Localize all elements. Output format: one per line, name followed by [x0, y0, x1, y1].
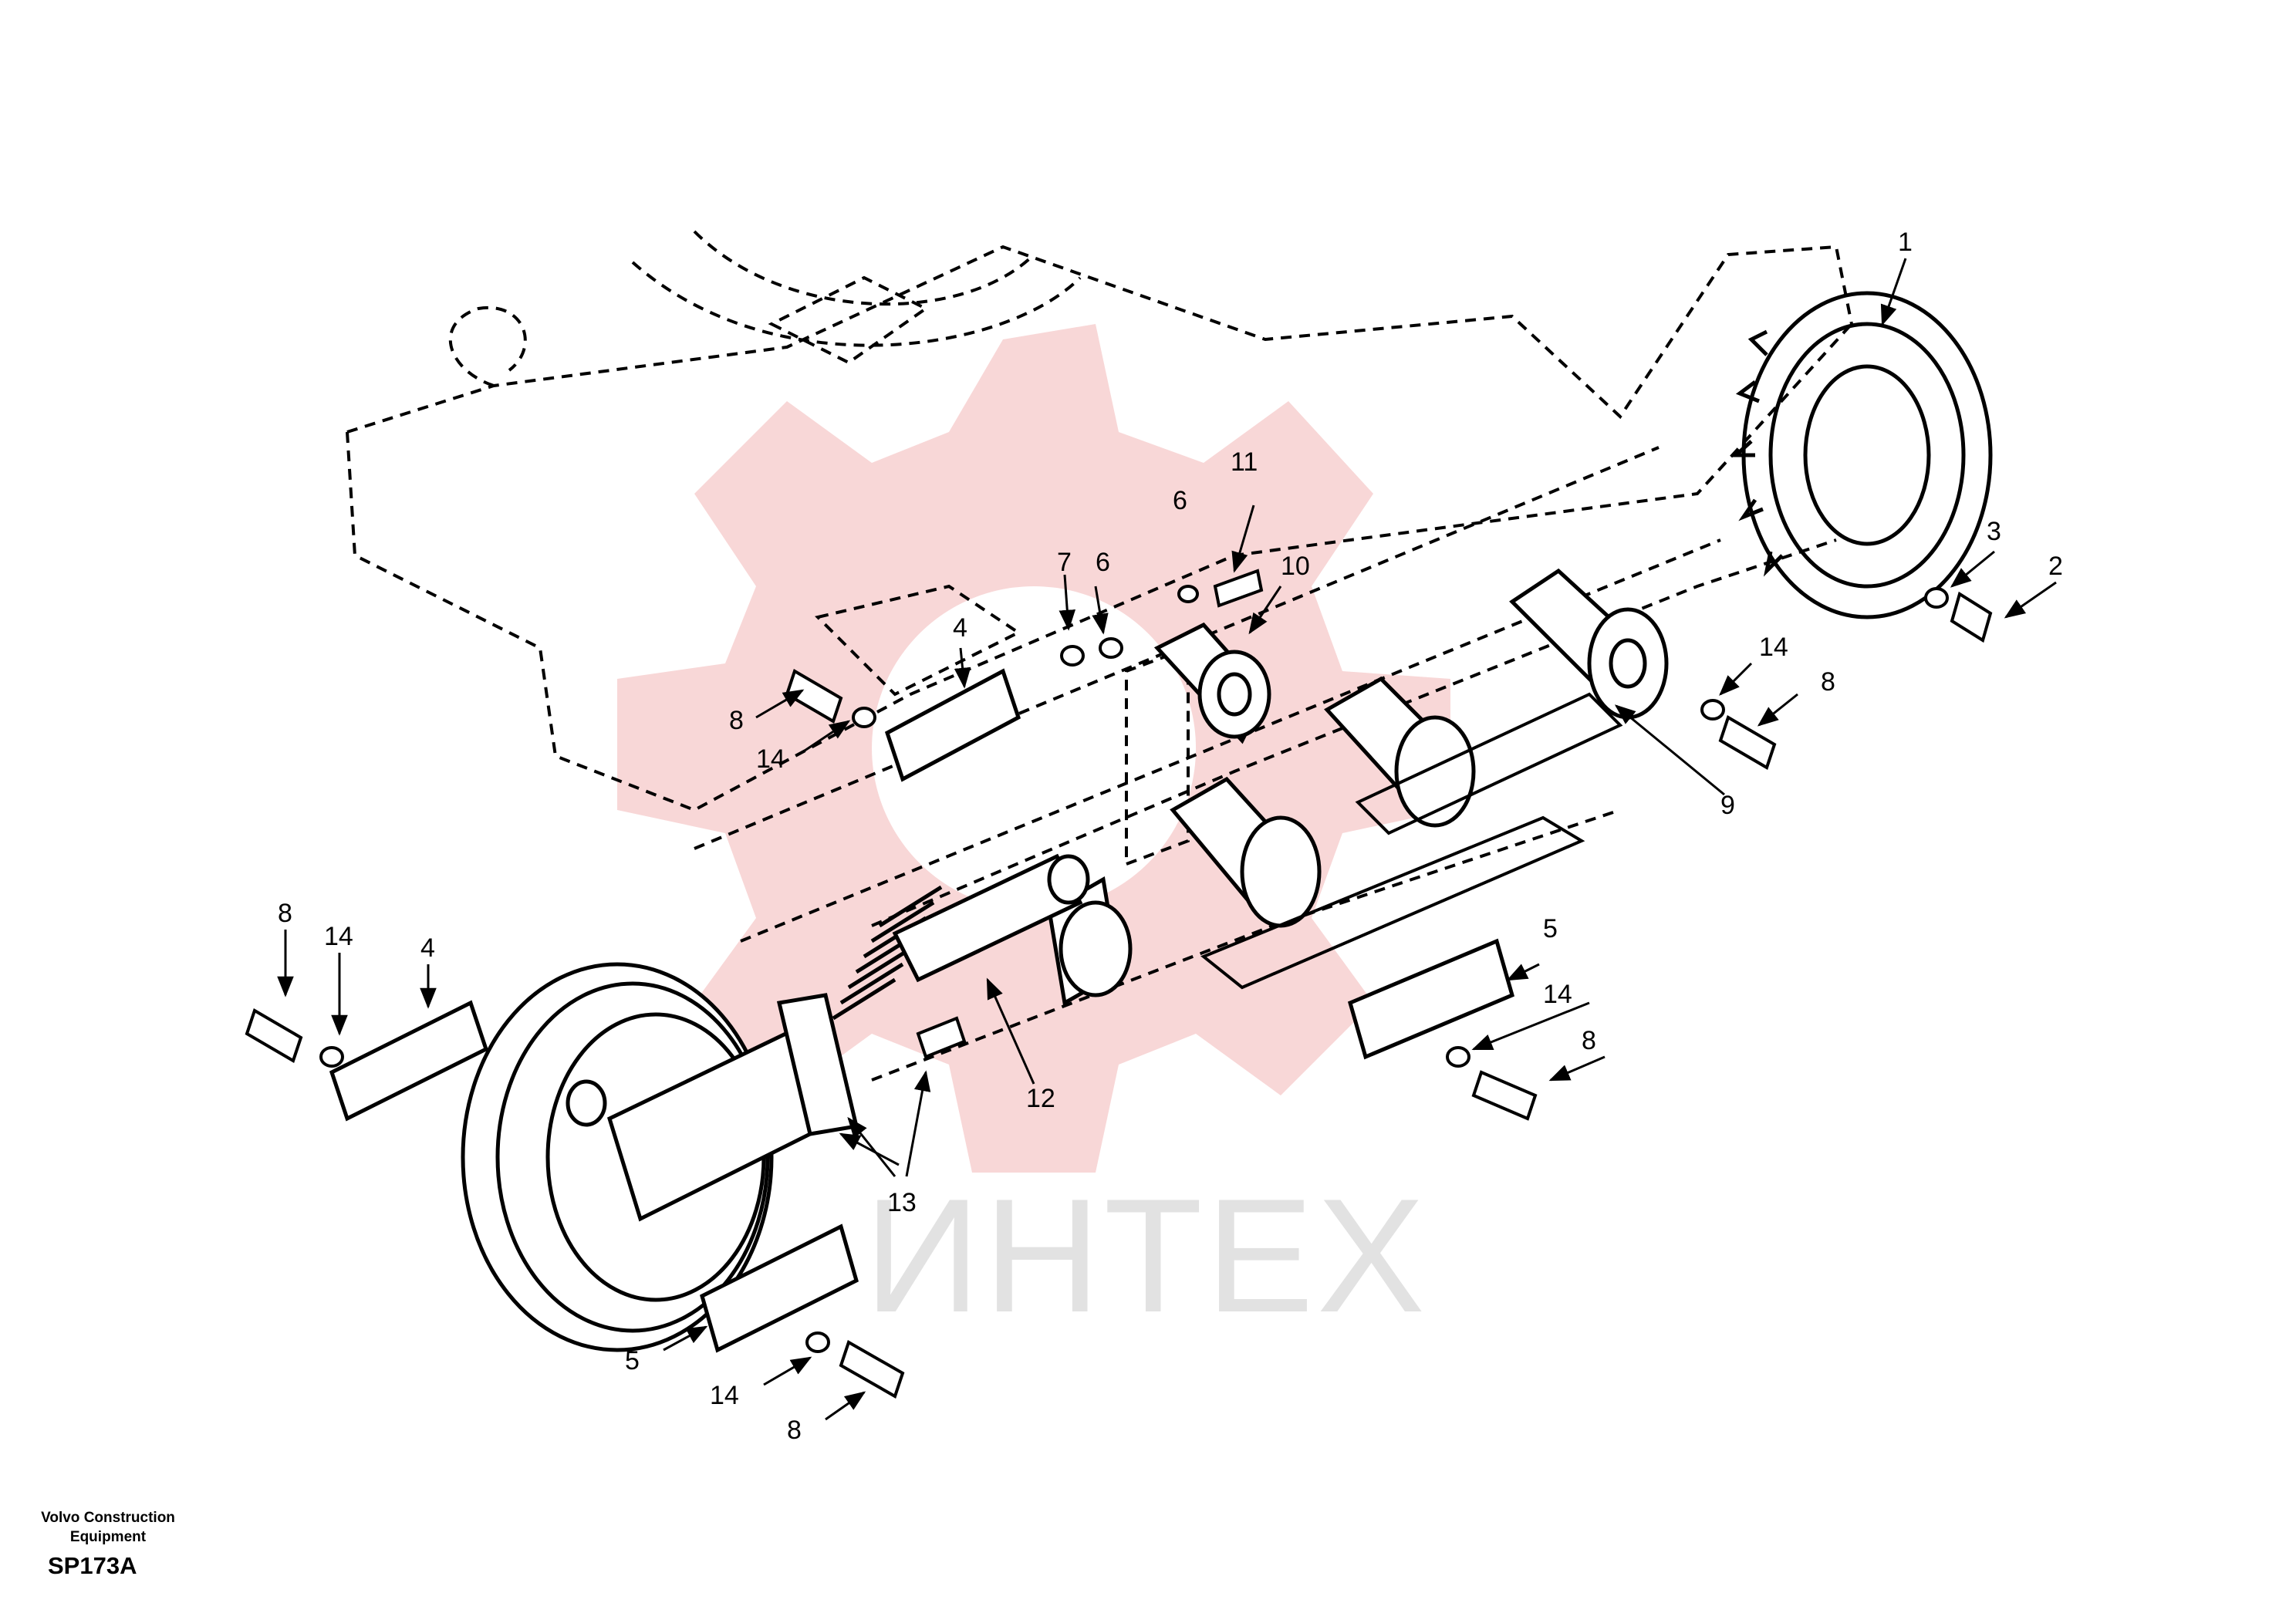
guard-plate-part-4	[329, 668, 1021, 1122]
callout-9: 9	[1720, 791, 1735, 820]
recoil-spring-part-12	[832, 853, 1090, 1021]
callout-8-right: 8	[1821, 667, 1835, 697]
callout-5-right: 5	[1543, 914, 1558, 943]
callout-7: 7	[1057, 548, 1072, 577]
callout-14-far-left: 14	[324, 922, 353, 951]
bolts-and-washers	[245, 569, 1993, 1399]
callout-4-lower: 4	[420, 933, 435, 963]
company-line-1: Volvo Construction	[41, 1510, 175, 1526]
callout-1: 1	[1898, 228, 1913, 257]
callout-14-right: 14	[1759, 633, 1788, 662]
callout-13: 13	[887, 1188, 917, 1217]
callout-14-left: 14	[756, 744, 785, 774]
callout-8-bottom: 8	[787, 1416, 802, 1445]
callout-4-upper: 4	[953, 613, 967, 643]
callout-labels: 1 2 3 4 4 5 5 6 6 7 8 8 8 8 8 9 10 11 12…	[278, 228, 2063, 1445]
track-link	[1200, 692, 1623, 990]
guard-plate-part-5	[700, 938, 1515, 1353]
watermark-gear-icon	[617, 324, 1450, 1173]
callout-3: 3	[1987, 517, 2001, 546]
callout-5-lower: 5	[625, 1346, 640, 1375]
company-name: Volvo Construction Equipment	[31, 1508, 185, 1547]
track-roller-mid	[1047, 676, 1476, 1006]
idler-yoke	[606, 993, 859, 1222]
callout-11: 11	[1231, 447, 1258, 477]
callout-6-upper: 6	[1173, 486, 1187, 515]
callout-12: 12	[1026, 1084, 1055, 1113]
callout-14-mid-right: 14	[1543, 980, 1572, 1009]
diagram-code: SP173A	[48, 1552, 137, 1579]
callout-10: 10	[1281, 552, 1310, 581]
callout-2: 2	[2048, 552, 2063, 581]
carrier-roller-part-10	[1153, 622, 1271, 744]
callout-8-mid-right: 8	[1582, 1026, 1596, 1055]
callout-6-left: 6	[1096, 548, 1110, 577]
track-roller-part-9	[1509, 568, 1669, 720]
callout-8-left: 8	[729, 706, 744, 735]
sprocket-part-1	[1730, 291, 1993, 619]
callout-14-bottom: 14	[710, 1381, 739, 1410]
leader-arrows	[277, 258, 2057, 1421]
company-line-2: Equipment	[69, 1529, 147, 1545]
callout-8-far-left: 8	[278, 899, 292, 928]
watermark-text: ИНТЕХ	[864, 1165, 1428, 1346]
